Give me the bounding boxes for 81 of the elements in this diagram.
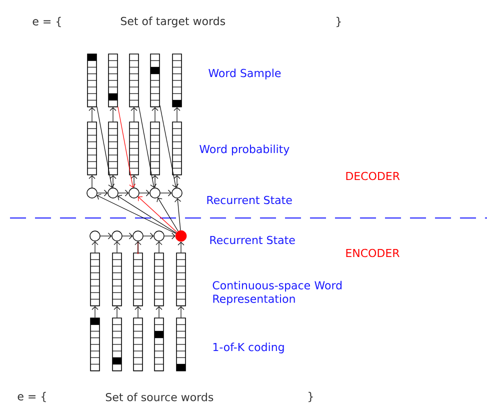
arrow: [156, 198, 178, 232]
state-circle: [150, 188, 160, 198]
arrow: [114, 306, 120, 318]
arrow: [96, 194, 176, 234]
arrow: [92, 306, 98, 318]
vector-column: [90, 318, 100, 372]
layer-label: Word Sample: [208, 68, 281, 80]
arrow: [160, 190, 172, 196]
set-label: Set of target words: [120, 16, 226, 28]
set-label: }: [336, 16, 341, 28]
set-label: e = {: [32, 16, 61, 28]
arrow: [174, 198, 182, 231]
arrow: [160, 105, 179, 188]
section-label: DECODER: [346, 172, 400, 180]
arrow: [152, 175, 158, 188]
arrow: [96, 106, 115, 188]
vector-column: [108, 122, 118, 176]
vector-column: [108, 54, 118, 108]
arrow: [164, 232, 176, 240]
arrow: [156, 306, 162, 318]
state-circle: [175, 230, 187, 242]
vector-column: [172, 122, 182, 176]
state-circle: [108, 188, 118, 198]
vector-column: [87, 122, 97, 176]
arrow: [118, 106, 136, 188]
state-circle: [154, 230, 164, 242]
vector-column: [90, 252, 100, 306]
arrow: [110, 107, 116, 122]
arrow: [130, 175, 138, 188]
state-circle: [132, 230, 144, 242]
state-circle: [112, 230, 122, 242]
vector-column: [129, 122, 139, 176]
vector-column: [172, 54, 182, 108]
arrow: [174, 107, 180, 122]
arrow: [118, 190, 129, 196]
layer-label: Recurrent State: [207, 196, 292, 204]
vector-column: [176, 318, 186, 372]
arrow: [138, 106, 157, 188]
vector-column: [154, 318, 164, 372]
state-circle: [172, 188, 182, 198]
vector-column: [112, 318, 122, 372]
arrow: [178, 306, 184, 318]
section-label: ENCODER: [346, 248, 400, 258]
arrow: [110, 175, 116, 188]
set-label: Set of source words: [106, 392, 214, 402]
vector-column: [176, 252, 186, 306]
vector-column: [150, 122, 160, 176]
state-circle: [90, 230, 100, 242]
vector-column: [133, 318, 143, 372]
layer-label: Recurrent State: [210, 236, 295, 244]
layer-label: Word probability: [200, 144, 290, 156]
arrow: [114, 241, 120, 253]
arrow: [130, 107, 138, 122]
arrow: [118, 194, 176, 234]
vector-column: [133, 252, 143, 306]
arrow: [88, 175, 96, 188]
layer-label: 1-of-K coding: [213, 342, 284, 354]
vector-column: [150, 54, 160, 108]
arrow: [174, 175, 180, 188]
arrow: [143, 232, 154, 240]
set-label: e = {: [18, 392, 46, 402]
state-circle: [128, 188, 140, 198]
set-label: }: [308, 392, 313, 402]
arrow: [156, 241, 162, 253]
vector-column: [129, 54, 139, 108]
vector-column: [87, 54, 97, 108]
arrow: [100, 232, 112, 240]
state-circle: [86, 188, 98, 198]
vector-column: [112, 252, 122, 306]
arrow: [138, 196, 178, 232]
vector-column: [154, 252, 164, 306]
arrow: [92, 241, 98, 253]
arrow: [152, 107, 158, 122]
layer-label: Continuous-space Word Representation: [212, 280, 342, 306]
arrow: [134, 241, 142, 253]
arrow: [139, 190, 150, 196]
arrow: [88, 107, 96, 122]
arrow: [97, 190, 108, 196]
arrow: [178, 242, 184, 253]
arrow: [134, 306, 142, 318]
arrow: [122, 232, 133, 240]
